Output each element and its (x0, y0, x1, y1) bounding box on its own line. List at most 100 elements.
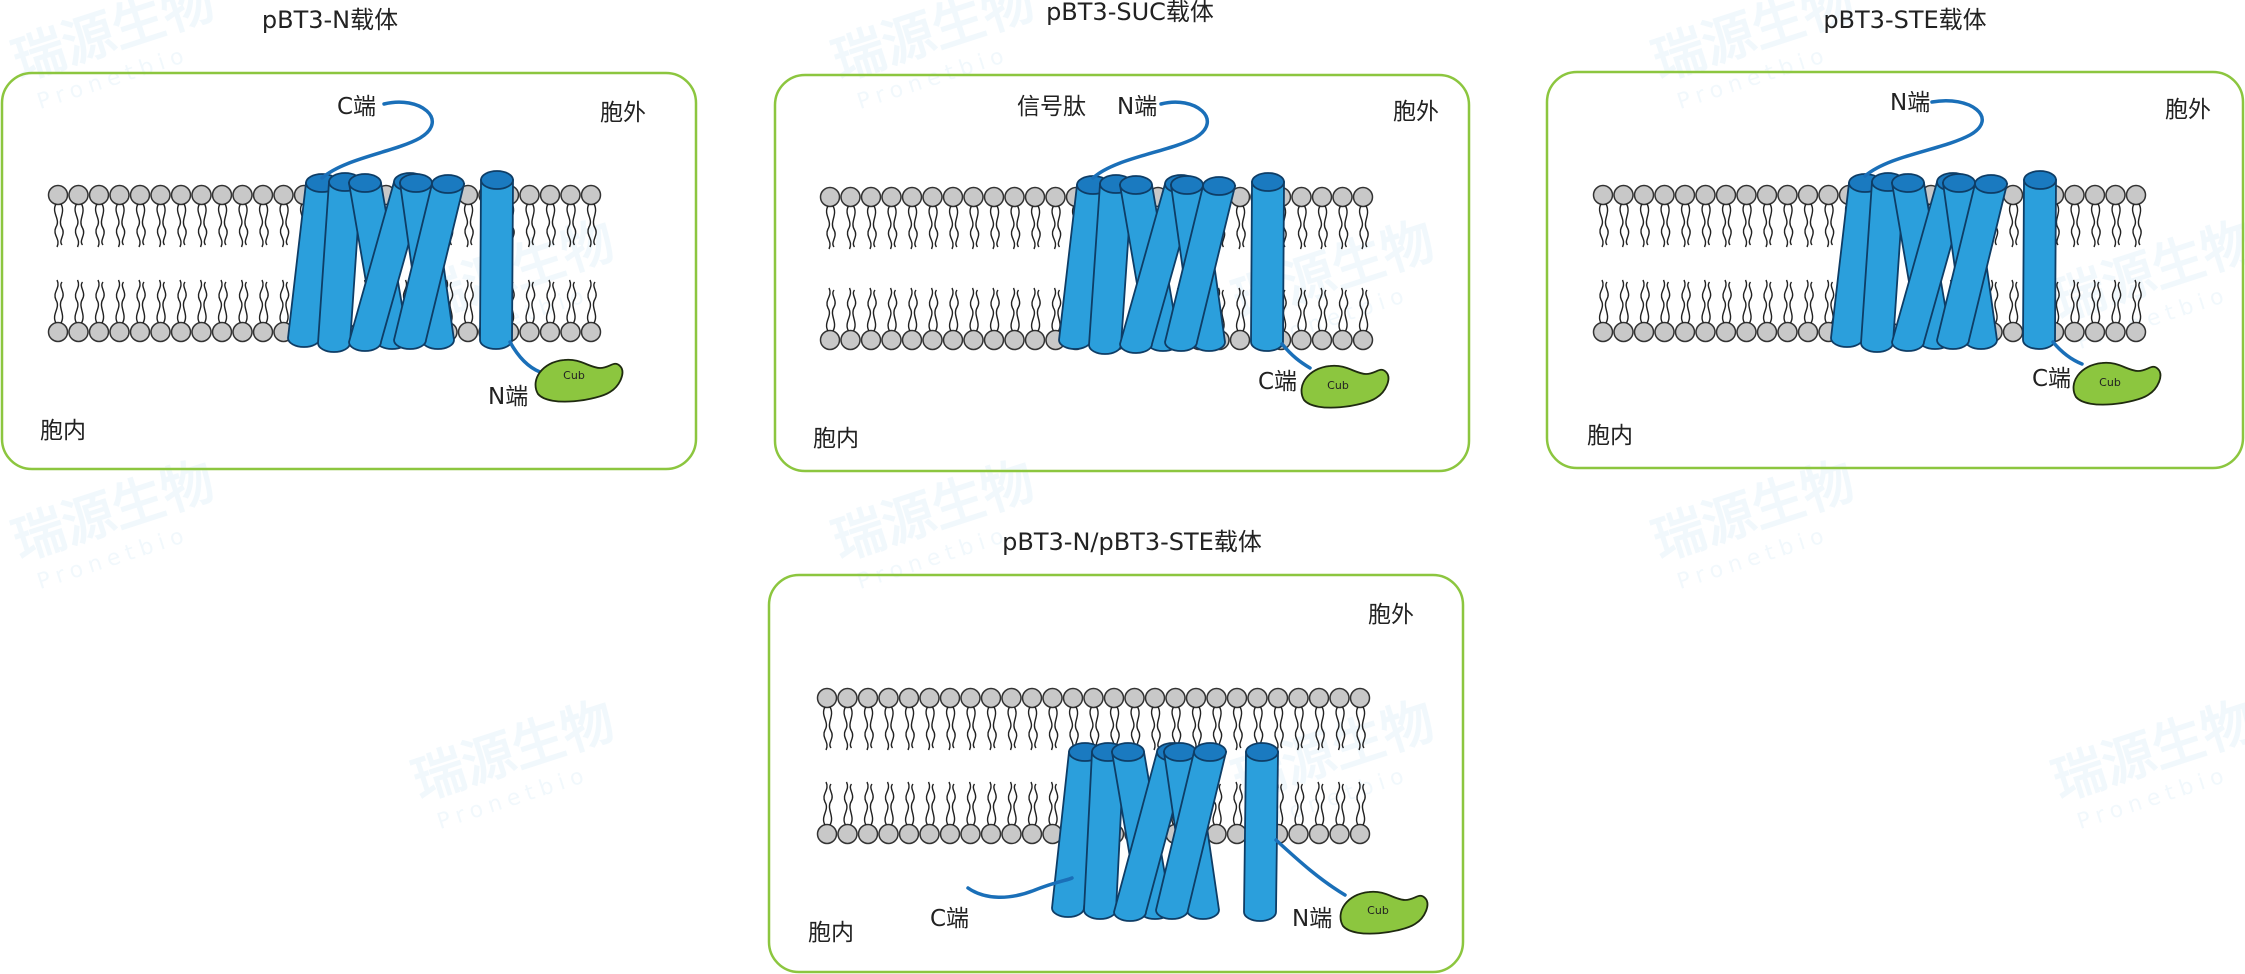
n-terminus-label: N端 (1890, 90, 1930, 116)
lipid-head-outer (2084, 184, 2106, 248)
lipid-head-outer (980, 687, 1002, 751)
transmembrane-helix (1155, 742, 1228, 920)
c-terminus-label: C端 (2032, 366, 2071, 392)
transmembrane-helix (479, 170, 514, 350)
lipid-head-inner (1021, 781, 1043, 845)
lipid-head-inner (860, 287, 882, 351)
lipid-head-inner (150, 279, 171, 343)
panel-title-n: pBT3-N载体 (262, 6, 398, 34)
lipid-head-outer (1818, 184, 1839, 248)
extracellular-label: 胞外 (1393, 99, 1439, 125)
lipid-head-outer (2002, 184, 2024, 248)
lipid-head-inner (963, 287, 984, 351)
lipid-head-outer (816, 687, 838, 751)
lipid-head-outer (1592, 184, 1614, 248)
lipid-head-outer (857, 687, 879, 751)
lipid-head-outer (860, 186, 882, 250)
lipid-head-outer (273, 184, 294, 248)
n-terminus-label: N端 (488, 384, 528, 410)
c-terminus-label: C端 (930, 906, 969, 932)
lipid-head-outer (1144, 687, 1166, 751)
lipid-head-inner (837, 781, 858, 845)
lipid-head-inner (898, 781, 920, 845)
transmembrane-helix (1250, 172, 1285, 352)
lipid-head-inner (960, 781, 981, 845)
lipid-head-outer (983, 186, 1005, 250)
helix-bundle (287, 170, 514, 353)
lipid-head-inner (1695, 279, 1716, 343)
transmembrane-helix (1243, 742, 1279, 922)
extracellular-label: 胞外 (600, 100, 646, 126)
lipid-head-inner (211, 279, 233, 343)
lipid-head-inner (47, 279, 69, 343)
lipid-head-inner (2002, 279, 2024, 343)
lipid-head-outer (1226, 687, 1248, 751)
lipid-head-outer (252, 184, 274, 248)
lipid-head-outer (1674, 184, 1696, 248)
lipid-head-outer (1736, 184, 1757, 248)
signal-peptide-tail (1091, 100, 1210, 180)
panel-title-suc: pBT3-SUC载体 (1046, 0, 1214, 26)
transmembrane-helix (1164, 176, 1237, 352)
lipid-head-outer (963, 186, 984, 250)
lipid-head-outer (1001, 687, 1022, 751)
transmembrane-helix (393, 174, 466, 350)
lipid-head-outer (1062, 687, 1084, 751)
lipid-head-outer (1124, 687, 1145, 751)
lipid-head-outer (1045, 186, 1066, 250)
lipid-head-inner (840, 287, 861, 351)
lipid-head-inner (1024, 287, 1046, 351)
panel-title-ste: pBT3-STE载体 (1823, 6, 1986, 34)
lipid-head-outer (1633, 184, 1655, 248)
lipid-head-inner (1756, 279, 1778, 343)
helix-bundle (1051, 742, 1279, 922)
lipid-head-inner (857, 781, 879, 845)
lipid-head-inner (1654, 279, 1675, 343)
panel-box-suc (773, 73, 1471, 473)
panels-layer (0, 70, 2245, 974)
lipid-head-outer (819, 186, 841, 250)
lipid-head-inner (129, 279, 151, 343)
c-terminus-label: C端 (337, 94, 376, 120)
lipid-head-inner (922, 287, 943, 351)
lipid-head-outer (1613, 184, 1634, 248)
intracellular-label: 胞内 (40, 418, 86, 444)
intracellular-label: 胞内 (813, 426, 859, 452)
panel-box-ste (1545, 70, 2245, 470)
n-terminus-linker (1274, 838, 1347, 897)
lipid-head-inner (1001, 781, 1022, 845)
lipid-head-outer (68, 184, 89, 248)
panel-title-nste: pBT3-N/pBT3-STE载体 (1002, 528, 1262, 556)
lipid-head-outer (919, 687, 940, 751)
lipid-head-outer (88, 184, 110, 248)
c-terminus-tail (966, 876, 1074, 899)
lipid-head-outer (2064, 184, 2085, 248)
lipid-head-outer (878, 687, 899, 751)
lipid-head-inner (1592, 279, 1614, 343)
lipid-head-inner (1715, 279, 1737, 343)
lipid-head-inner (881, 287, 902, 351)
c-terminus-tail (320, 100, 434, 180)
lipid-head-outer (1654, 184, 1675, 248)
panel-box-nste (767, 573, 1465, 974)
cub-label: Cub (2099, 376, 2121, 389)
lipid-head-inner (1613, 279, 1634, 343)
c-terminus-label: C端 (1258, 369, 1297, 395)
lipid-head-outer (898, 687, 920, 751)
lipid-head-outer (1083, 687, 1104, 751)
lipid-head-inner (878, 781, 899, 845)
lipid-head-inner (980, 781, 1002, 845)
lipid-head-inner (919, 781, 940, 845)
lipid-head-outer (840, 186, 861, 250)
lipid-head-outer (1695, 184, 1716, 248)
lipid-head-outer (1777, 184, 1798, 248)
lipid-head-outer (1797, 184, 1819, 248)
lipid-head-outer (109, 184, 130, 248)
lipid-head-inner (1777, 279, 1798, 343)
transmembrane-helix (1936, 174, 2009, 350)
lipid-head-outer (47, 184, 69, 248)
lipid-head-outer (1291, 186, 1312, 250)
